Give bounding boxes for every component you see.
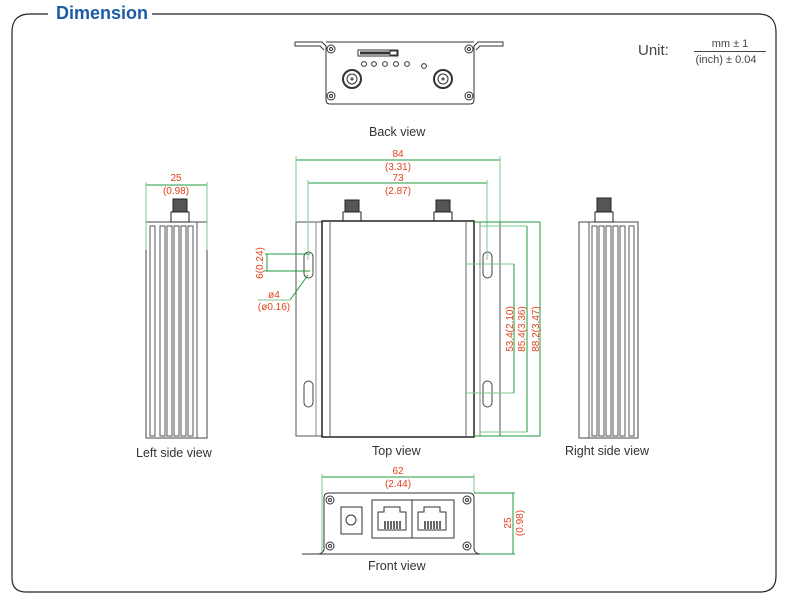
left-side-view-drawing	[145, 182, 208, 439]
unit-label: Unit:	[638, 42, 669, 59]
front-dimension-lines	[321, 474, 515, 555]
dim-top-body-mm: 73	[392, 173, 404, 184]
dim-depth-c: 88.2(3.47)	[531, 306, 542, 352]
antenna-connector-icon	[342, 69, 362, 89]
caption-back-view: Back view	[369, 125, 426, 139]
dim-front-width-in: (2.44)	[385, 479, 411, 490]
dim-front-height-mm: 25	[503, 517, 514, 529]
unit-denominator: (inch) ± 0.04	[695, 54, 757, 66]
dim-slot-height: 6(0.24)	[255, 247, 266, 279]
section-title: Dimension	[52, 3, 153, 24]
section-frame	[11, 13, 777, 593]
dim-top-overall-in: (3.31)	[385, 162, 411, 173]
dim-top-body-in: (2.87)	[385, 186, 411, 197]
caption-left-side-view: Left side view	[136, 446, 212, 460]
dim-depth-a: 53.4(2.10)	[505, 306, 516, 352]
right-side-view-drawing	[578, 197, 639, 439]
dim-side-width-in: (0.98)	[163, 186, 189, 197]
unit-numerator: mm ± 1	[694, 38, 766, 52]
back-view-drawing	[294, 41, 504, 105]
dim-top-overall-mm: 84	[392, 149, 404, 160]
dim-front-height-in: (0.98)	[515, 510, 526, 536]
dim-side-width-mm: 25	[170, 173, 182, 184]
dim-front-width-mm: 62	[392, 466, 404, 477]
caption-top-view: Top view	[372, 444, 421, 458]
front-view-drawing	[302, 492, 500, 555]
dim-hole-dia-in: (ø0.16)	[258, 302, 290, 313]
antenna-connector-icon	[433, 69, 453, 89]
caption-right-side-view: Right side view	[565, 444, 650, 458]
dim-depth-b: 85.4(3.36)	[517, 306, 528, 352]
top-view-drawing	[295, 199, 501, 438]
caption-front-view: Front view	[368, 559, 426, 573]
top-dimension-lines	[258, 156, 541, 437]
dim-hole-dia-mm: ø4	[268, 290, 280, 301]
